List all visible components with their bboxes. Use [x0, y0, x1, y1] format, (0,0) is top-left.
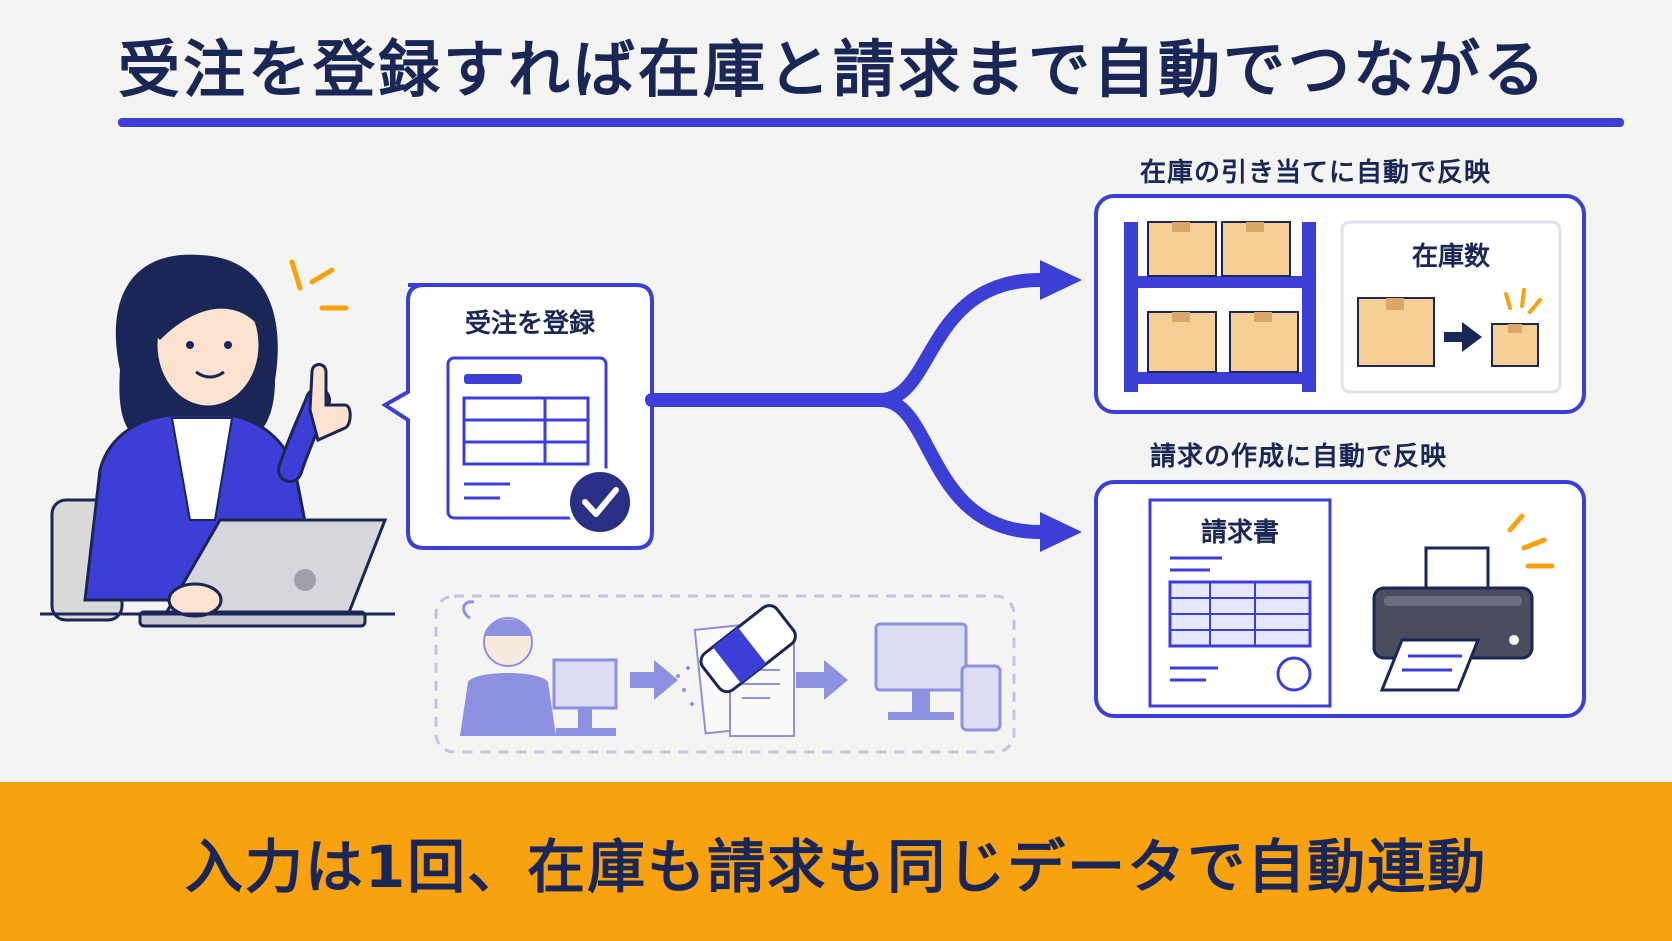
invoice-caption: 請求の作成に自動で反映	[1150, 442, 1448, 472]
person-illustration	[40, 254, 395, 628]
eraser-icon	[699, 604, 797, 694]
check-icon	[566, 468, 634, 536]
flow-arrows	[645, 273, 1047, 539]
stock-count-label: 在庫数	[1411, 242, 1490, 272]
arrow-to-inventory	[645, 273, 1047, 407]
title-underline	[118, 118, 1624, 127]
invoice-card	[1094, 480, 1586, 718]
inventory-card	[1094, 194, 1586, 414]
printer-icon	[1372, 546, 1534, 692]
invoice-label: 請求書	[1200, 518, 1279, 548]
arrow-right-icon	[1444, 322, 1482, 352]
inventory-caption: 在庫の引き当てに自動で反映	[1140, 158, 1492, 188]
worried-worker-icon	[460, 600, 618, 736]
order-card-label: 受注を登録	[464, 309, 595, 339]
warehouse-shelf-icon	[1124, 221, 1316, 392]
order-card	[381, 283, 654, 550]
footer-banner: 入力は1回、在庫も請求も同じデータで自動連動	[0, 782, 1672, 941]
arrow-head-invoice	[1040, 512, 1082, 552]
arrow-head-inventory	[1040, 260, 1082, 300]
footer-message: 入力は1回、在庫も請求も同じデータで自動連動	[184, 832, 1488, 901]
arrow-to-invoice	[645, 393, 1047, 539]
page-title: 受注を登録すれば在庫と請求まで自動でつながる	[118, 33, 1549, 106]
